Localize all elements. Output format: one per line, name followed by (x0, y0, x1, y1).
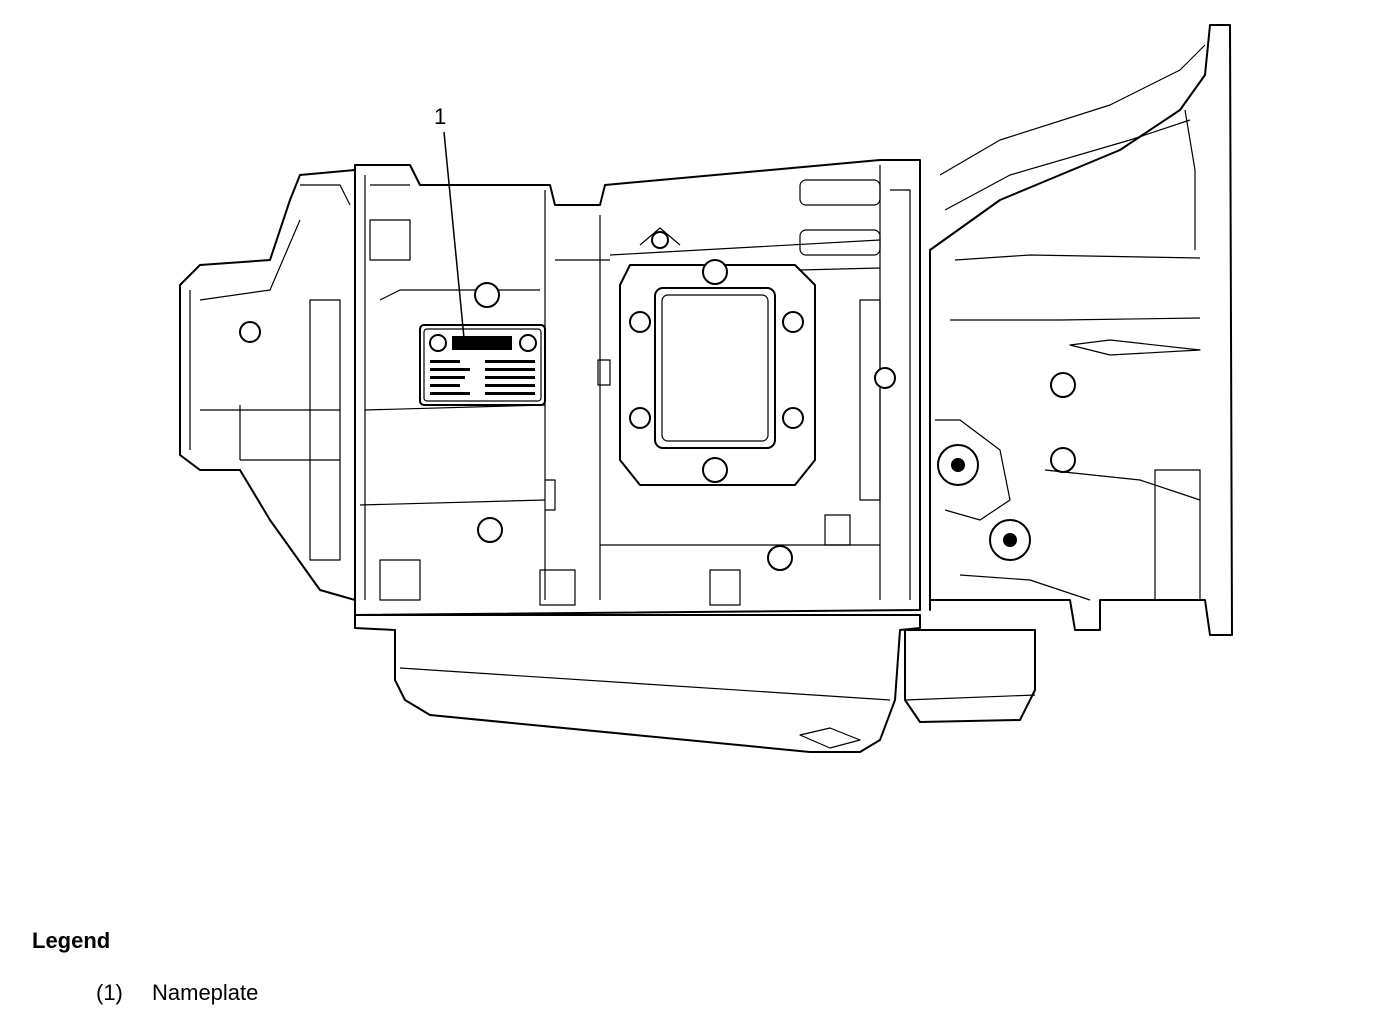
legend-title: Legend (32, 928, 111, 953)
bell-housing (929, 24, 1233, 636)
callout-leader-1 (443, 131, 465, 339)
legend-item-label: Nameplate (152, 980, 259, 1005)
oil-pan (354, 614, 1036, 753)
nameplate-label-icon (430, 360, 535, 395)
transmission-illustration (179, 24, 1233, 753)
callout-number-1: 1 (434, 104, 447, 129)
nameplate (419, 324, 546, 406)
legend-item: (1) Nameplate (96, 980, 258, 1006)
extension-housing (179, 169, 356, 601)
side-cover (597, 259, 851, 546)
legend-item-number: (1) (96, 980, 123, 1005)
